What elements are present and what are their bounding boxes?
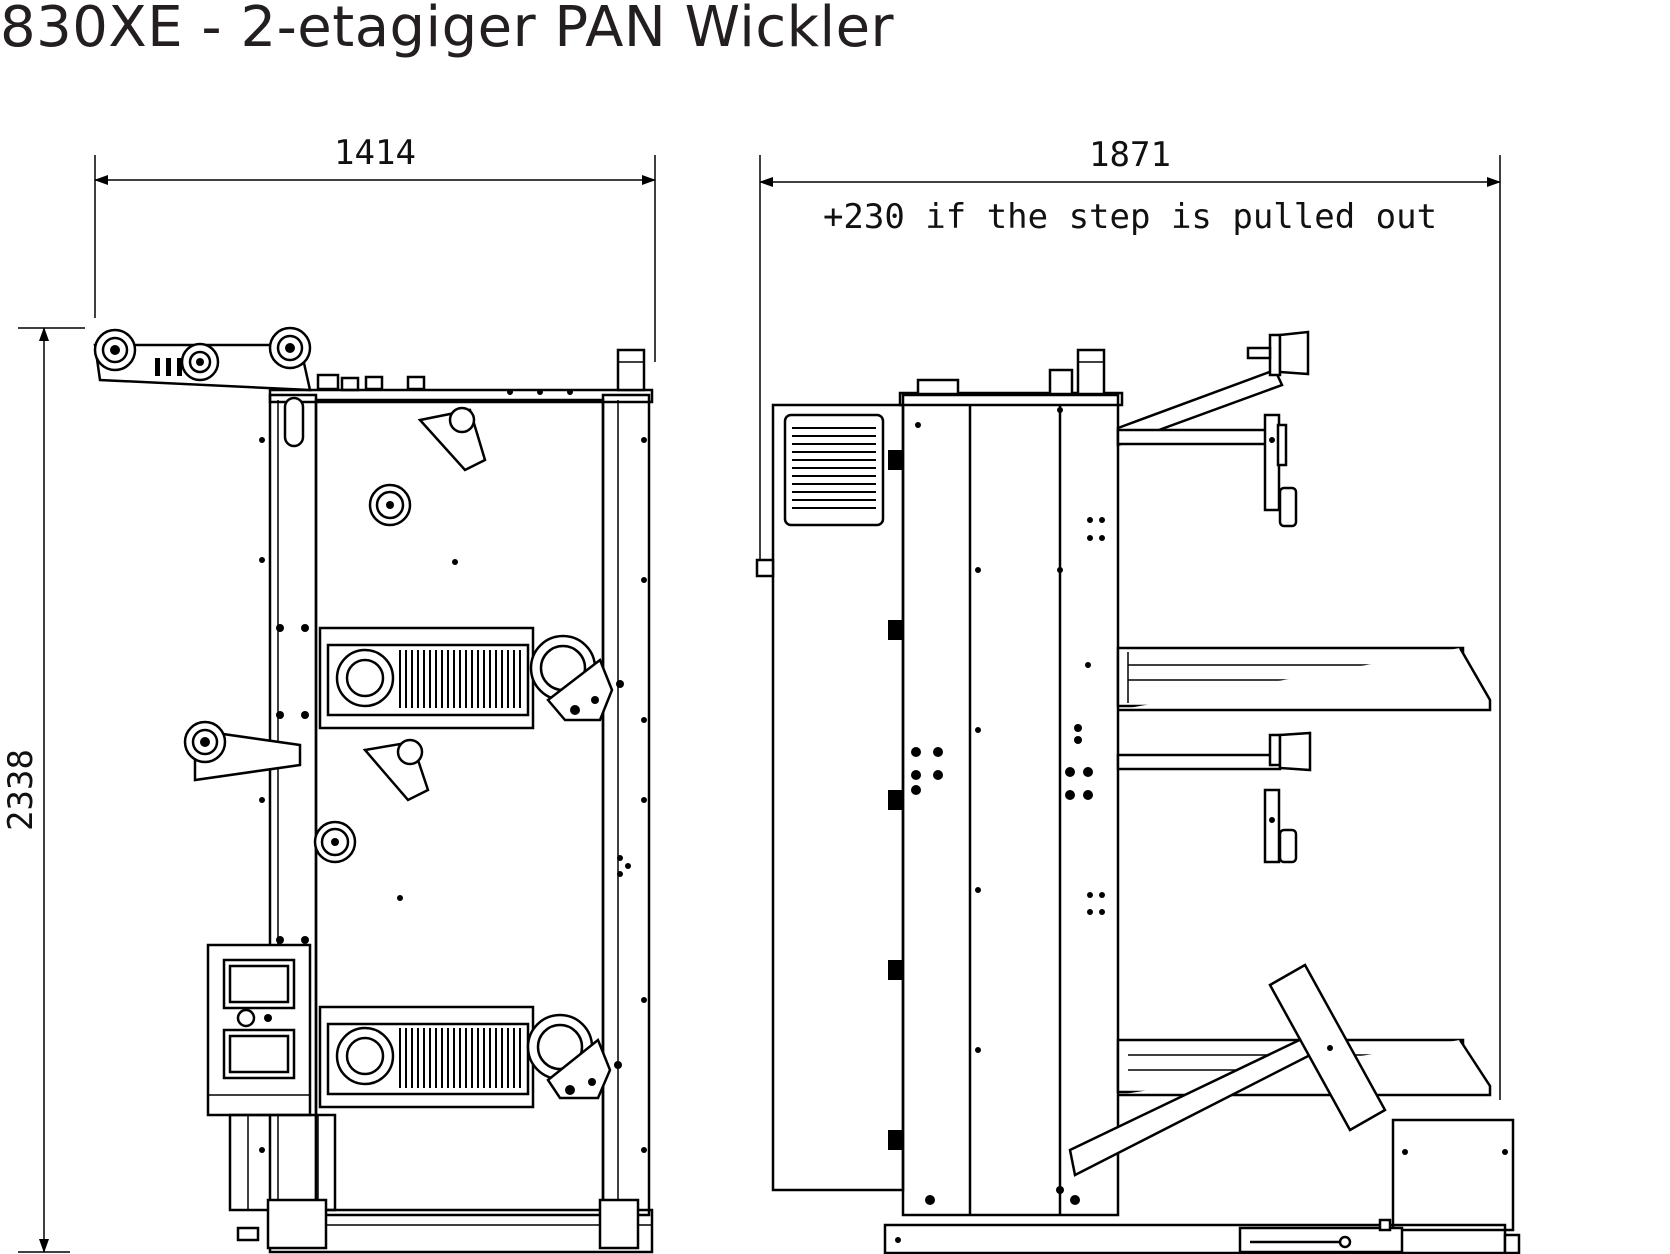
middle-side-arm <box>1116 731 1312 864</box>
side-view <box>755 330 1521 1254</box>
middle-guide-roller <box>183 720 302 782</box>
upper-winding-module <box>318 626 624 730</box>
electrical-cabinet <box>755 403 905 1192</box>
frame-rivets <box>259 437 647 1153</box>
top-fittings <box>316 348 646 395</box>
upper-side-table <box>1116 646 1492 712</box>
lower-winding-module <box>318 1005 622 1109</box>
top-left-roller-arm <box>93 326 312 448</box>
dimension-side-width: 1871 +230 if the step is pulled out <box>759 135 1501 1100</box>
front-view <box>93 326 654 1254</box>
step-box <box>1391 1118 1515 1232</box>
side-width-label: 1871 <box>1089 135 1171 175</box>
lower-dancer-arm <box>313 738 430 864</box>
base-cabinet <box>228 1113 640 1250</box>
lower-side-table <box>1068 963 1492 1177</box>
upper-dancer-arm <box>368 406 487 527</box>
height-label: 2338 <box>1 749 41 831</box>
control-panel <box>206 943 312 1117</box>
side-base-rail <box>883 1218 1521 1254</box>
side-width-note: +230 if the step is pulled out <box>823 197 1437 237</box>
dimension-front-width: 1414 <box>94 133 656 362</box>
dimension-height: 2338 <box>1 327 85 1253</box>
side-frame <box>898 348 1124 1217</box>
front-width-label: 1414 <box>334 133 416 173</box>
page-title: 830XE - 2-etagiger PAN Wickler <box>0 0 895 60</box>
upper-side-arm <box>1116 330 1310 528</box>
